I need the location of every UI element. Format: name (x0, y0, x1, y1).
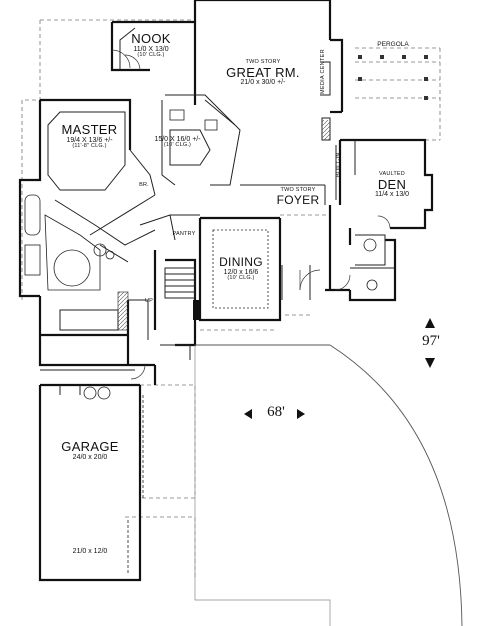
room-garage-dims: 24/0 x 20/0 (72, 453, 108, 461)
room-great-room-dims: 21/0 x 30/0 +/- (240, 79, 286, 87)
room-foyer: TWO STORY FOYER (268, 187, 328, 207)
overall-width: 68' (267, 404, 285, 420)
room-garage-name: GARAGE (61, 439, 119, 454)
fixtures (24, 109, 378, 575)
fireplace-hatch (322, 120, 330, 140)
door-swings (111, 49, 391, 380)
room-great-room-note: TWO STORY (245, 59, 281, 65)
room-master-dims: 19/4 X 13/6 +/- (66, 136, 113, 144)
room-dining-dims: 12/0 x 16/6 (223, 268, 259, 276)
room-master: MASTER 19/4 X 13/6 +/- (11'-8" CLG.) (52, 123, 127, 150)
column-solid (193, 300, 201, 320)
dimension-arrows (244, 318, 435, 419)
room-den-note: VAULTED (379, 171, 405, 177)
pergola-posts (358, 55, 428, 100)
label-media-center: MEDIA CENTER (320, 49, 326, 94)
label-pergola: PERGOLA (377, 41, 409, 48)
room-foyer-note: TWO STORY (280, 187, 316, 193)
room-master-name: MASTER (61, 122, 118, 137)
room-kitchen-dims: 15/0 X 16/0 +/- (154, 136, 201, 143)
room-nook-name: NOOK (131, 31, 171, 46)
closet-hatch (117, 291, 129, 331)
room-nook-dims: 11/0 X 13/0 (133, 45, 169, 53)
label-br: BR. (139, 182, 149, 188)
walls (18, 0, 434, 582)
room-garage: GARAGE 24/0 x 20/0 (50, 440, 130, 461)
dashed-outlines (21, 19, 441, 580)
room-nook: NOOK 11/0 X 13/0 (10' CLG.) (116, 32, 186, 59)
room-den: VAULTED DEN 11/4 x 13/0 (362, 171, 422, 199)
room-kitchen: 15/0 X 16/0 +/- (10' CLG.) (140, 136, 215, 149)
room-dining-ceiling: (10' CLG.) (227, 274, 255, 281)
room-kitchen-ceiling: (10' CLG.) (163, 142, 192, 149)
label-built-in: BUILT-IN (336, 152, 342, 178)
label-pantry: PANTRY (172, 231, 196, 237)
room-nook-ceiling: (10' CLG.) (137, 51, 165, 58)
label-up: UP (144, 298, 154, 304)
room-dining-name: DINING (219, 255, 263, 269)
driveway-curve (195, 344, 463, 626)
room-great-room-name: GREAT RM. (226, 64, 300, 80)
room-garage-dims2: 21/0 x 12/0 (72, 548, 108, 555)
room-foyer-name: FOYER (276, 192, 320, 207)
room-dining: DINING 12/0 x 16/6 (10' CLG.) (208, 256, 274, 282)
room-den-name: DEN (377, 176, 407, 192)
overall-depth: 97' (422, 333, 440, 349)
room-master-ceiling: (11'-8" CLG.) (72, 142, 107, 149)
driveway-edge (194, 345, 331, 626)
room-great-room: TWO STORY GREAT RM. 21/0 x 30/0 +/- (218, 59, 308, 87)
room-den-dims: 11/4 x 13/0 (374, 191, 410, 199)
